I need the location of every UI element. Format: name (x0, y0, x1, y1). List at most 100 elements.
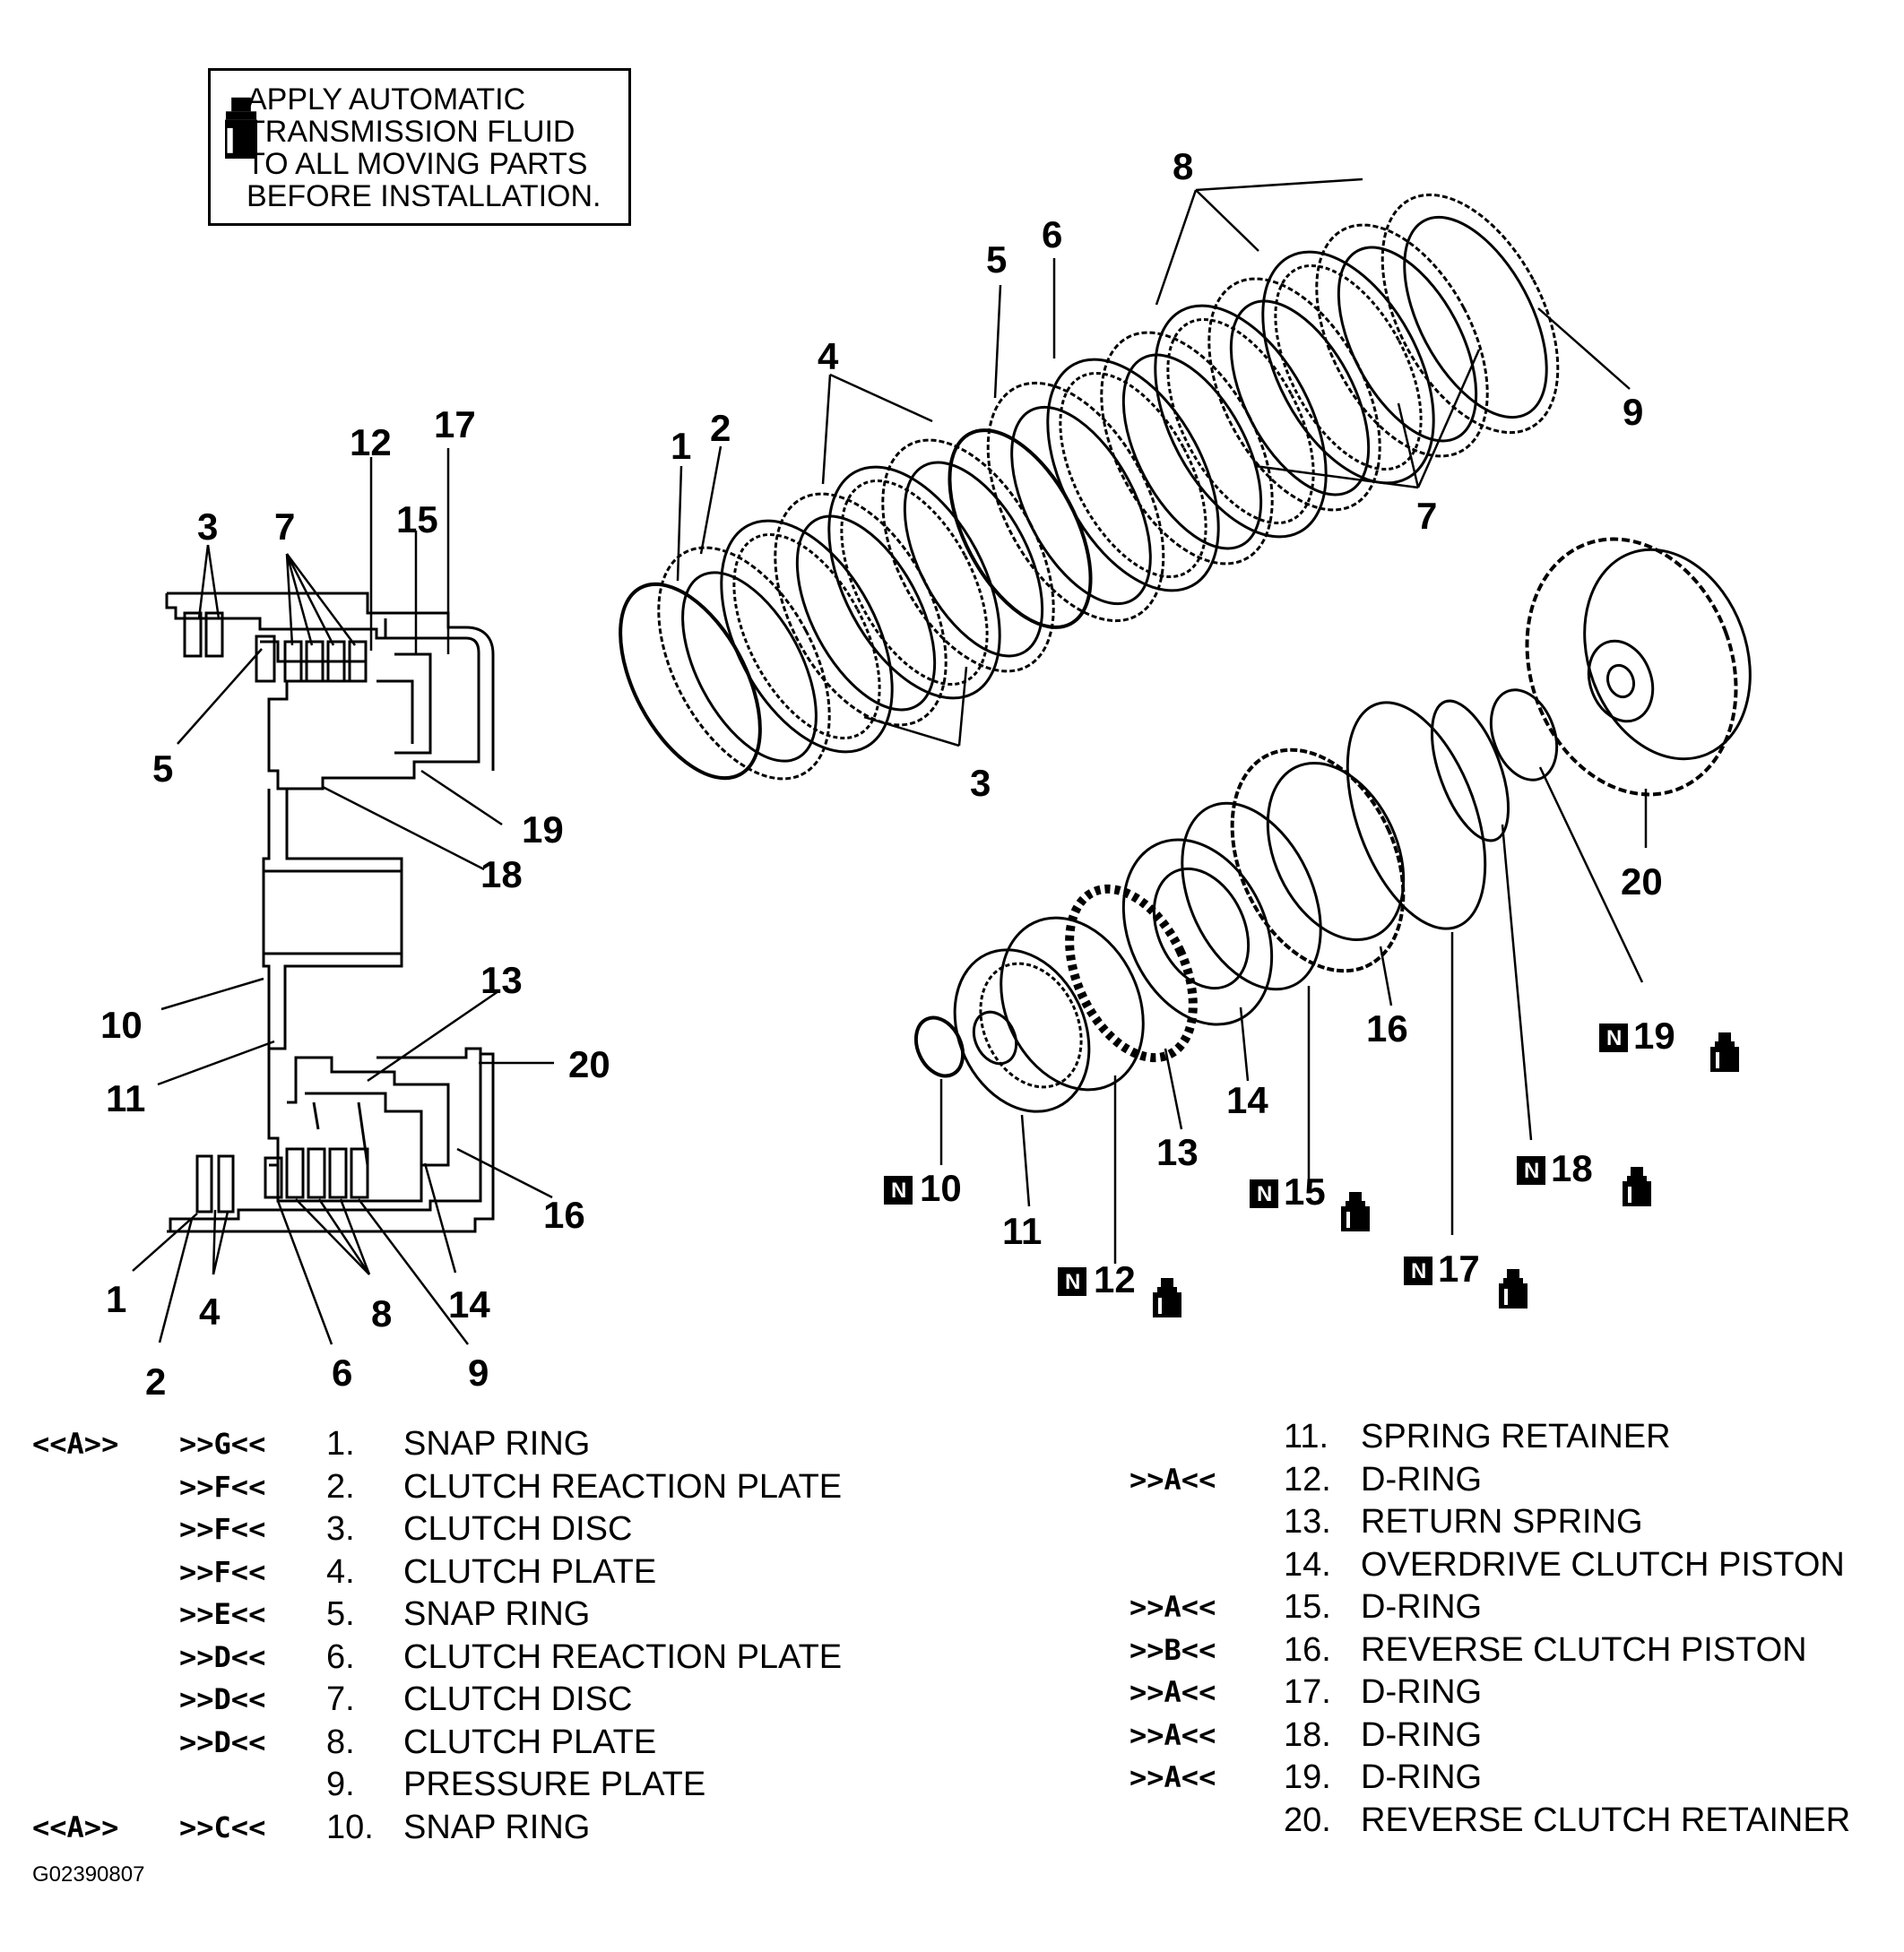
exploded-callout-20: 20 (1621, 860, 1663, 903)
upper-leaders (676, 177, 1631, 747)
legend-pre-code: <<A>> (32, 1427, 119, 1461)
section-callout-5: 5 (152, 747, 173, 790)
svg-text:N: N (891, 1179, 906, 1203)
svg-text:N: N (1065, 1270, 1080, 1294)
legend-code: >>G<< (179, 1427, 266, 1461)
svg-text:N: N (1524, 1159, 1539, 1183)
exploded-callout-16: 16 (1366, 1007, 1408, 1049)
atf-bottle-icon (1710, 1032, 1739, 1072)
section-callout-11: 11 (106, 1077, 145, 1119)
badge-17: N (1404, 1257, 1432, 1285)
exploded-callout-10: 10 (920, 1167, 962, 1209)
legend-part-name: SNAP RING (403, 1425, 591, 1463)
badge-10: N (884, 1176, 913, 1205)
parts-legend-right: 11. SPRING RETAINER >>A<< 12. D-RING 13.… (1129, 1416, 1900, 1842)
legend-row: 14. OVERDRIVE CLUTCH PISTON (1284, 1545, 1845, 1584)
new-part-badges: N N N N N N (884, 1024, 1628, 1296)
section-callout-9: 9 (468, 1352, 489, 1394)
cross-section-callouts: 3 7 12 17 15 5 19 18 13 10 20 11 16 1 4 … (100, 403, 610, 1403)
figure-id: G02390807 (32, 1862, 145, 1887)
section-callout-10: 10 (100, 1004, 143, 1046)
badge-15: N (1250, 1179, 1278, 1208)
legend-row: >>D<< 6. CLUTCH REACTION PLATE (179, 1637, 843, 1676)
legend-row: 20. REVERSE CLUTCH RETAINER (1284, 1801, 1851, 1839)
instruction-note: APPLY AUTOMATIC TRANSMISSION FLUID TO AL… (208, 68, 631, 226)
exploded-callout-2: 2 (710, 407, 731, 449)
section-callout-2: 2 (145, 1360, 166, 1403)
legend-row: >>F<< 4. CLUTCH PLATE (179, 1552, 657, 1591)
exploded-callout-9: 9 (1623, 391, 1643, 433)
badge-19: N (1599, 1024, 1628, 1052)
note-line-4: BEFORE INSTALLATION. (247, 179, 601, 213)
section-callout-4: 4 (199, 1291, 221, 1333)
svg-text:N: N (1257, 1182, 1272, 1206)
legend-row: >>B<< 16. REVERSE CLUTCH PISTON (1129, 1630, 1807, 1669)
exploded-callout-19: 19 (1633, 1015, 1675, 1057)
badge-18: N (1517, 1156, 1545, 1185)
atf-bottle-icon (1499, 1269, 1528, 1309)
cross-section-view (165, 592, 495, 1233)
legend-row: <<A>> >>C<< 10. SNAP RING (32, 1807, 893, 1850)
legend-row: 11. SPRING RETAINER (1284, 1418, 1671, 1455)
legend-row: >>A<< 12. D-RING (1129, 1460, 1483, 1499)
legend-row: >>E<< 5. SNAP RING (179, 1595, 591, 1633)
legend-row: >>F<< 2. CLUTCH REACTION PLATE (179, 1467, 843, 1506)
section-callout-7: 7 (274, 505, 295, 548)
legend-row: >>F<< 3. CLUTCH DISC (179, 1510, 633, 1548)
legend-row: >>D<< 8. CLUTCH PLATE (179, 1723, 657, 1761)
exploded-callout-5: 5 (986, 238, 1007, 281)
legend-pre-code: <<A>> (32, 1809, 119, 1844)
exploded-callout-4: 4 (818, 335, 839, 377)
exploded-callouts: 1 2 4 3 5 6 8 7 9 20 16 14 13 11 10 12 1… (671, 145, 1675, 1300)
exploded-callout-3: 3 (970, 762, 991, 804)
exploded-callout-1: 1 (671, 425, 691, 467)
svg-text:N: N (1606, 1026, 1622, 1050)
badge-12: N (1058, 1267, 1086, 1296)
legend-row: >>D<< 7. CLUTCH DISC (179, 1680, 633, 1718)
exploded-callout-8: 8 (1173, 145, 1193, 187)
section-callout-14: 14 (448, 1283, 490, 1326)
upper-clutch-pack (619, 193, 1560, 781)
section-callout-1: 1 (106, 1278, 126, 1320)
legend-row: 13. RETURN SPRING (1284, 1503, 1643, 1541)
section-callout-12: 12 (350, 421, 392, 463)
atf-bottle-icon (1341, 1192, 1370, 1231)
cross-section-leaders (132, 448, 554, 1345)
parts-legend-left: >>G<< 1. SNAP RING <<A>> >>F<< 2. CLUTCH… (32, 1423, 893, 1849)
note-line-3: TO ALL MOVING PARTS (247, 147, 588, 181)
exploded-callout-15: 15 (1284, 1170, 1326, 1213)
section-callout-20: 20 (568, 1043, 610, 1085)
exploded-callout-11: 11 (1002, 1210, 1042, 1252)
note-line-1: APPLY AUTOMATIC (247, 82, 526, 117)
exploded-callout-12: 12 (1094, 1258, 1136, 1300)
exploded-callout-18: 18 (1551, 1147, 1593, 1189)
exploded-callout-6: 6 (1042, 213, 1062, 255)
legend-row: >>G<< 1. SNAP RING <<A>> (32, 1423, 893, 1466)
atf-bottle-icon (1153, 1278, 1181, 1317)
exploded-callout-13: 13 (1156, 1131, 1199, 1173)
legend-number: 1. (326, 1425, 355, 1463)
exploded-callout-7: 7 (1416, 495, 1437, 537)
section-callout-6: 6 (332, 1352, 352, 1394)
lower-assembly (913, 537, 1752, 1113)
legend-row: >>A<< 19. D-RING (1129, 1758, 1483, 1796)
section-callout-16: 16 (543, 1194, 585, 1236)
note-line-2: TRANSMISSION FLUID (247, 115, 576, 149)
lower-leaders (939, 766, 1648, 1264)
section-callout-13: 13 (480, 959, 523, 1001)
exploded-callout-14: 14 (1226, 1079, 1268, 1121)
section-callout-17: 17 (434, 403, 476, 445)
svg-text:N: N (1411, 1259, 1426, 1283)
section-callout-19: 19 (522, 808, 564, 851)
legend-row: >>A<< 17. D-RING (1129, 1673, 1483, 1711)
section-callout-3: 3 (197, 505, 218, 548)
section-callout-18: 18 (480, 853, 523, 895)
section-callout-15: 15 (396, 498, 438, 540)
exploded-callout-17: 17 (1438, 1248, 1480, 1290)
legend-row: >>A<< 15. D-RING (1129, 1588, 1483, 1626)
legend-row: >>A<< 18. D-RING (1129, 1715, 1483, 1754)
legend-row: 9. PRESSURE PLATE (326, 1766, 706, 1803)
section-callout-8: 8 (371, 1292, 392, 1334)
atf-bottle-icon (1623, 1167, 1651, 1206)
